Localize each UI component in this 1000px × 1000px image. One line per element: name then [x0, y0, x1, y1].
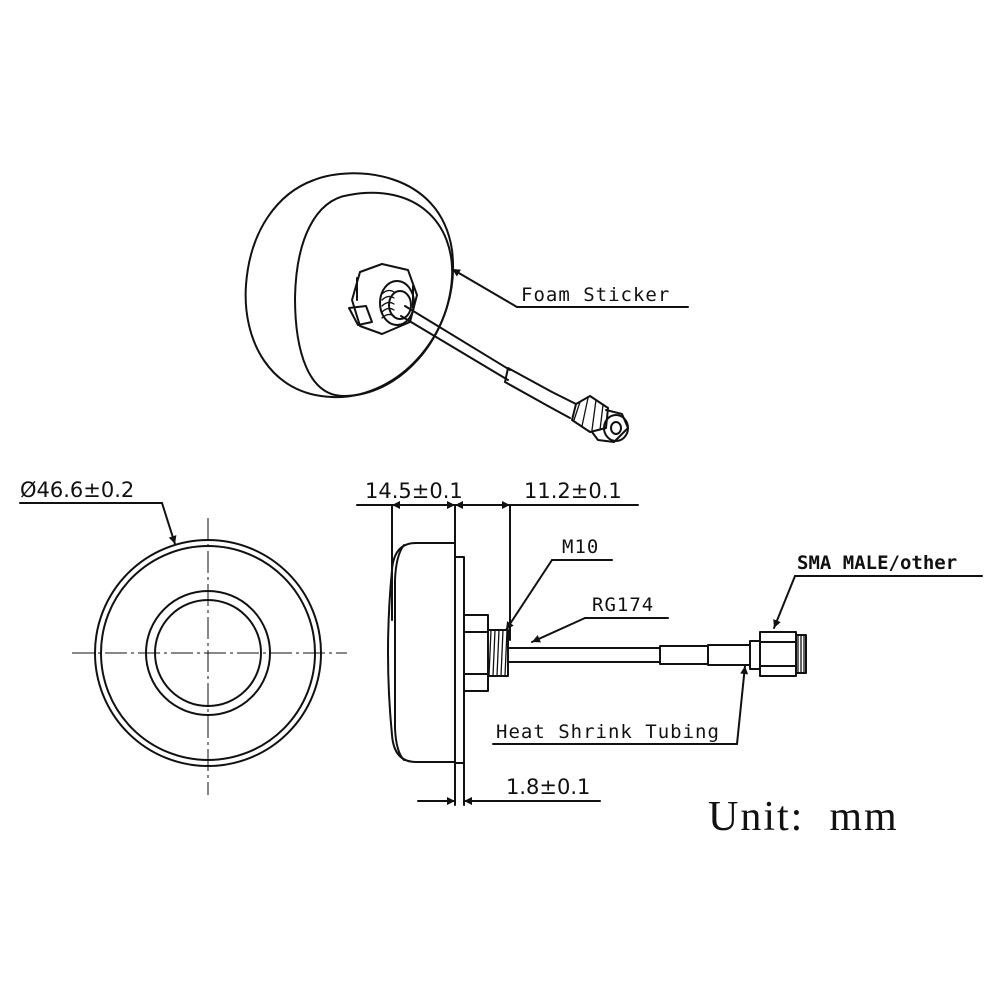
- side-heat-shrink: [659, 645, 709, 665]
- base-thickness-label: 1.8±0.1: [506, 775, 590, 799]
- diameter-label: Ø46.6±0.2: [20, 478, 134, 502]
- iso-sma-connector: [571, 395, 629, 443]
- front-view: Ø46.6±0.2: [19, 478, 347, 795]
- side-cable: [507, 647, 661, 663]
- thread-length-label: 11.2±0.1: [524, 479, 622, 503]
- cable-label: RG174: [592, 594, 654, 616]
- housing: [387, 542, 456, 763]
- height-label: 14.5±0.1: [365, 479, 463, 503]
- heat-shrink-label: Heat Shrink Tubing: [496, 721, 720, 743]
- side-thread: [487, 629, 509, 677]
- puck-front-face: [294, 191, 454, 398]
- isometric-view: Foam Sticker: [244, 172, 689, 443]
- iso-heat-shrink: [504, 367, 553, 407]
- side-nut: [463, 614, 489, 692]
- side-sma-connector: [749, 631, 807, 677]
- foam-layer: [454, 556, 465, 764]
- threaded-stem: [379, 280, 415, 326]
- unit-note: Unit: mm: [708, 794, 899, 840]
- connector-label: SMA MALE/other: [797, 552, 957, 574]
- thread-label: M10: [562, 536, 599, 558]
- foam-sticker-label: Foam Sticker: [521, 284, 670, 306]
- iso-cable: [400, 305, 511, 381]
- side-view: 14.5±0.1 11.2±0.1 M10 RG174 SMA MALE/oth…: [356, 479, 983, 806]
